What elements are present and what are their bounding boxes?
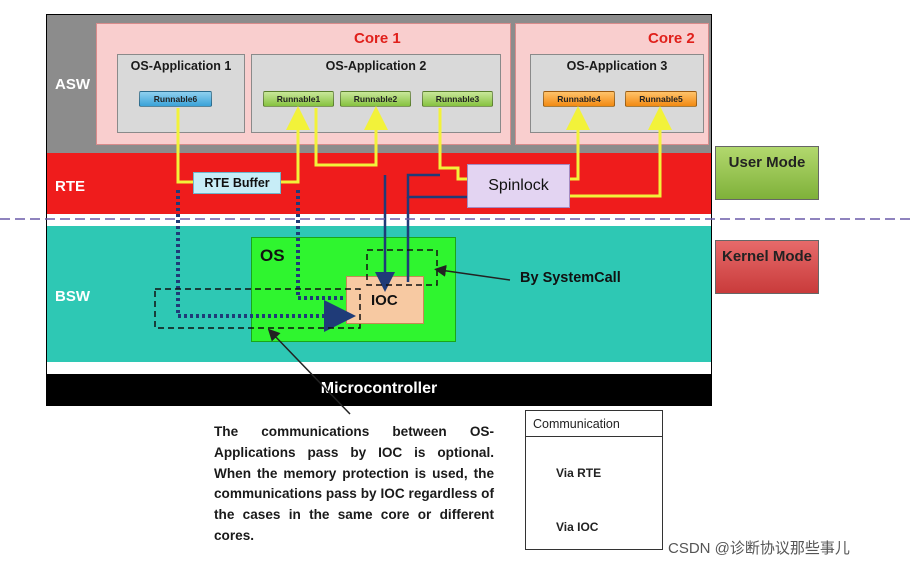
rte-label: RTE [55, 178, 85, 195]
microcontroller-layer [47, 374, 711, 405]
ioc-note: The communications between OS-Applicatio… [214, 424, 494, 543]
user-kernel-separator [47, 214, 711, 226]
legend-header [525, 410, 663, 437]
kernel-mode-box: Kernel Mode [715, 240, 819, 294]
os-application-3-title: OS-Application 3 [566, 59, 668, 73]
core-2-title: Core 2 [648, 30, 695, 47]
legend-via-rte: Via RTE [556, 466, 602, 480]
runnable3: Runnable3 [422, 91, 493, 107]
os-label: OS [260, 246, 285, 265]
user-mode-box: User Mode [715, 146, 819, 200]
core-1-title: Core 1 [354, 30, 401, 47]
os-application-1-title: OS-Application 1 [130, 59, 232, 73]
legend-title: Communication [533, 417, 620, 431]
asw-label: ASW [55, 76, 90, 93]
os-application-2-title: OS-Application 2 [325, 59, 427, 73]
bsw-label: BSW [55, 288, 90, 305]
microcontroller-label: Microcontroller [320, 380, 438, 397]
legend [525, 410, 663, 550]
spinlock: Spinlock [467, 164, 570, 208]
bsw-gap [47, 362, 711, 374]
runnable4: Runnable4 [543, 91, 615, 107]
ioc-label: IOC [371, 292, 398, 309]
rte-buffer: RTE Buffer [193, 172, 281, 194]
rte-layer [47, 153, 711, 214]
watermark: CSDN @诊断协议那些事儿 [668, 540, 850, 557]
runnable1: Runnable1 [263, 91, 334, 107]
by-systemcall-label: By SystemCall [520, 270, 621, 286]
runnable2: Runnable2 [340, 91, 411, 107]
runnable5: Runnable5 [625, 91, 697, 107]
legend-via-ioc: Via IOC [556, 520, 599, 534]
runnable6: Runnable6 [139, 91, 212, 107]
